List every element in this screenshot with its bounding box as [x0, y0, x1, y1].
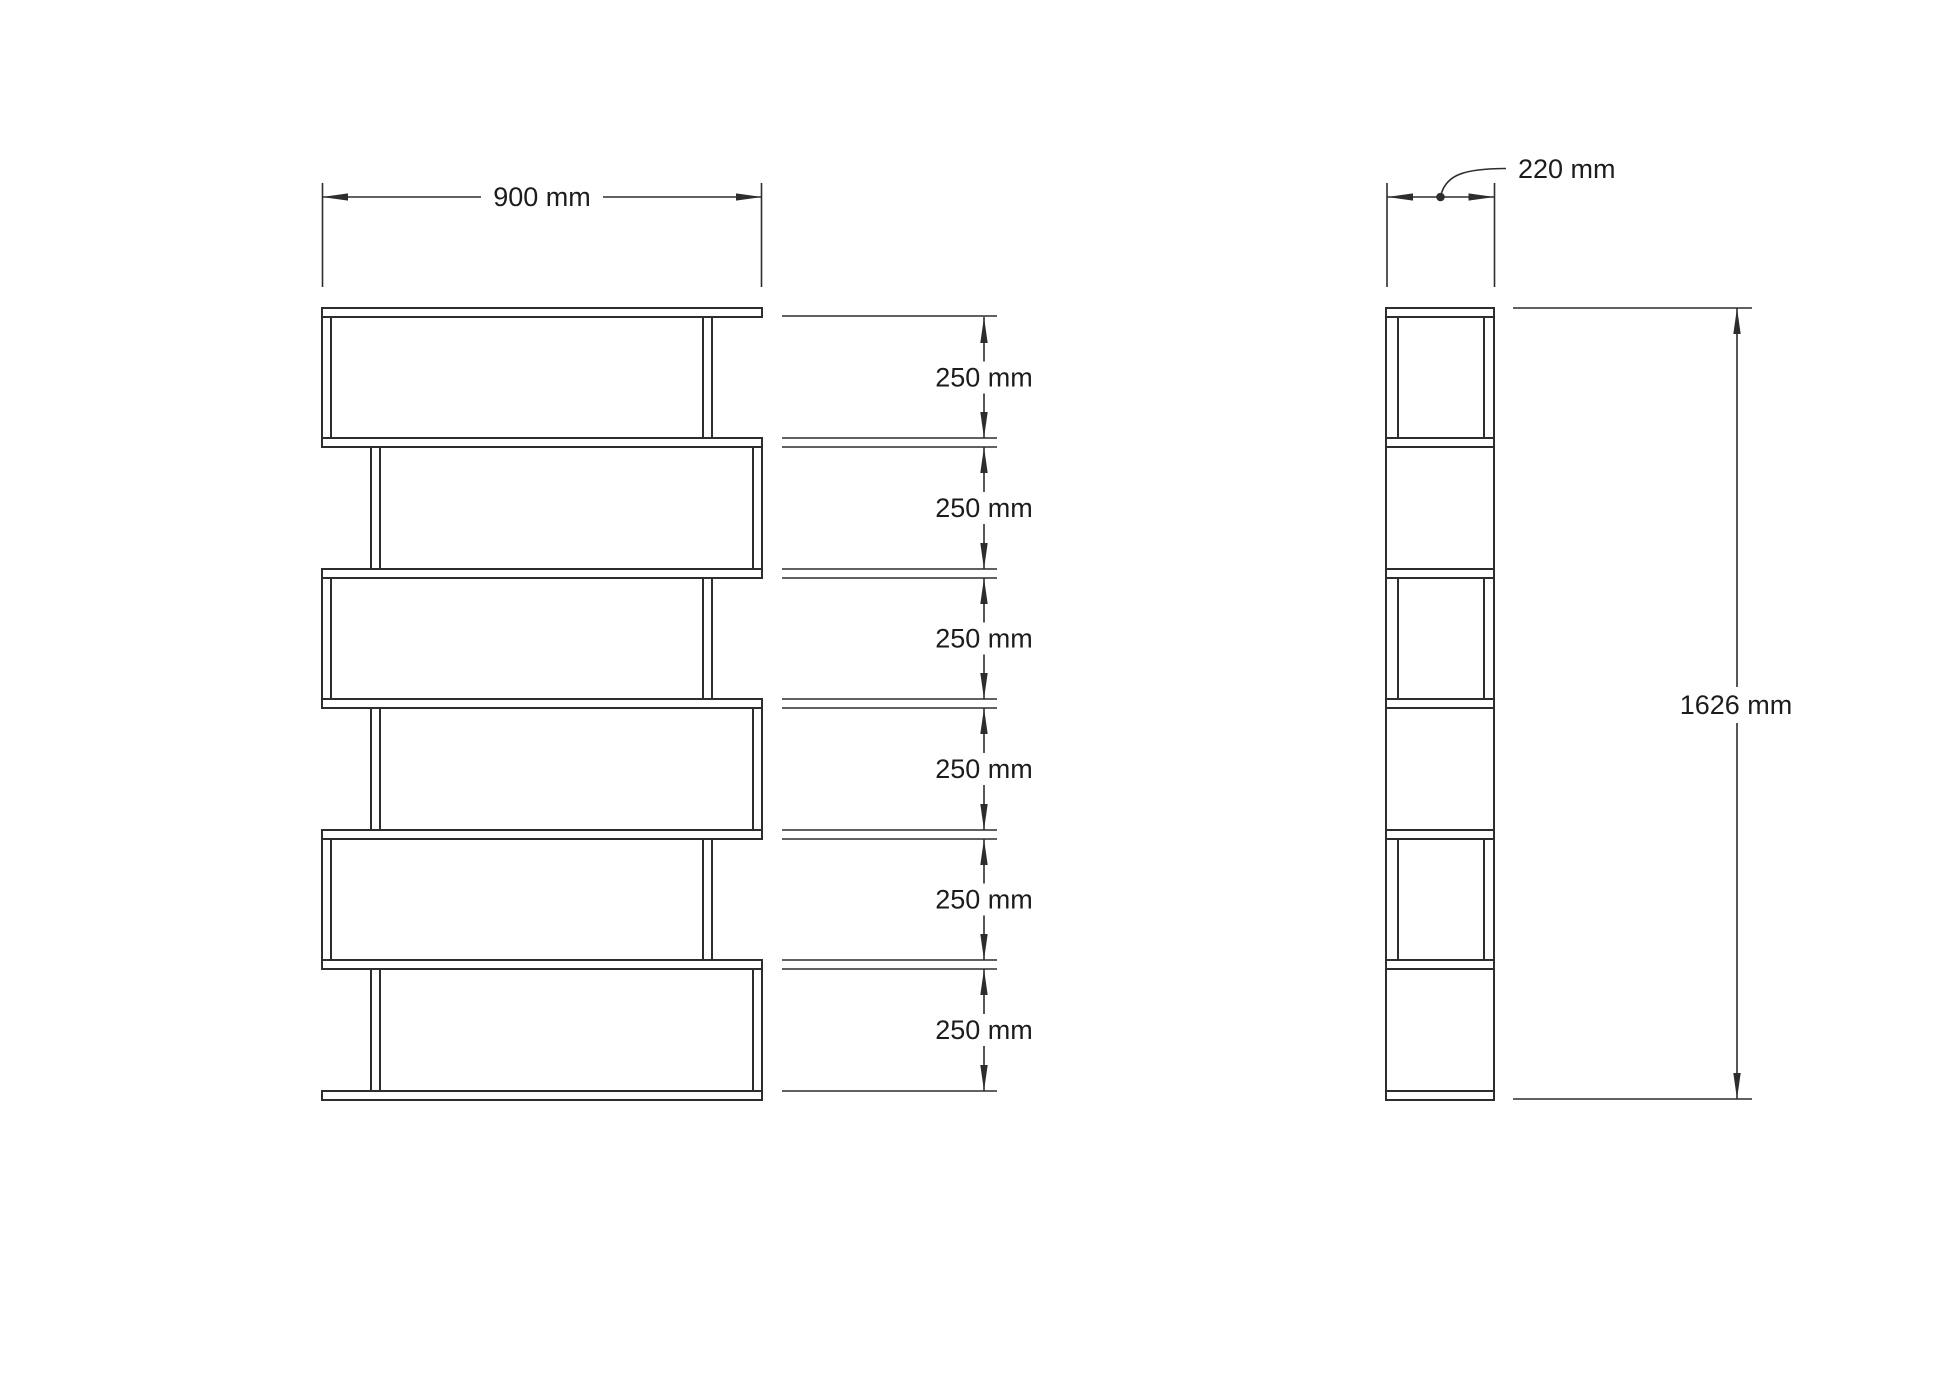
divider-panel [702, 316, 713, 439]
divider-panel [321, 316, 332, 439]
shelf-edge [1385, 959, 1495, 970]
height-dimension-label: 1626 mm [1680, 690, 1793, 720]
shelf-panel [321, 307, 763, 318]
divider-panel [370, 446, 381, 570]
spacing-dimension-label: 250 mm [935, 493, 1033, 523]
spacing-dimension-6: 250 mm [935, 969, 1033, 1091]
arrowhead-up [980, 578, 988, 604]
front-view [321, 307, 763, 1101]
width-dimension: 900 mm [321, 182, 763, 287]
shelf-panel [321, 568, 763, 579]
divider-panel [370, 707, 381, 831]
height-dimension: 1626 mm [1513, 307, 1793, 1100]
divider-panel [752, 968, 763, 1092]
arrowhead-right [736, 193, 762, 201]
arrowhead-up [980, 317, 988, 343]
shelf-panel [321, 698, 763, 709]
shelf-edge [1385, 437, 1495, 448]
shelf-edge [1385, 307, 1495, 318]
shelf-edge [1385, 568, 1495, 579]
arrowhead-up [1733, 308, 1741, 334]
divider-panel [702, 577, 713, 700]
shelf-panel [321, 1090, 763, 1101]
leader-dot [1436, 192, 1445, 202]
leader-line [1440, 167, 1507, 194]
arrowhead-down [1733, 1073, 1741, 1099]
front-dividers [321, 316, 763, 1092]
side-shelf-edges [1385, 307, 1495, 1101]
arrowhead-up [980, 708, 988, 734]
width-dimension-label: 900 mm [493, 182, 591, 212]
arrowhead-up [980, 839, 988, 865]
shelf-panel [321, 437, 763, 448]
depth-dimension-label: 220 mm [1518, 154, 1616, 184]
spacing-dimension-5: 250 mm [935, 839, 1033, 960]
spacing-dimension-label: 250 mm [935, 624, 1033, 654]
arrowhead-right [1468, 193, 1495, 201]
arrowhead-down [980, 543, 988, 569]
side-panel-edges [1397, 317, 1485, 960]
arrowhead-down [980, 934, 988, 960]
arrowhead-down [980, 804, 988, 830]
spacing-dimension-2: 250 mm [935, 447, 1033, 569]
divider-panel [752, 707, 763, 831]
arrowhead-up [980, 969, 988, 995]
spacing-dimension-label: 250 mm [935, 363, 1033, 393]
divider-panel [370, 968, 381, 1092]
shelf-edge [1385, 698, 1495, 709]
spacing-dimension-3: 250 mm [935, 578, 1033, 699]
side-view [1385, 307, 1495, 1101]
shelf-edge [1385, 829, 1495, 840]
arrowhead-left [322, 193, 348, 201]
arrowhead-up [980, 447, 988, 473]
divider-panel [321, 577, 332, 700]
depth-dimension: 220 mm [1386, 154, 1616, 287]
shelf-edge [1385, 1090, 1495, 1101]
shelf-panel [321, 829, 763, 840]
divider-panel [321, 838, 332, 961]
arrowhead-down [980, 412, 988, 438]
front-shelves [321, 307, 763, 1101]
divider-panel [752, 446, 763, 570]
spacing-dimension-1: 250 mm [935, 317, 1033, 438]
shelf-panel [321, 959, 763, 970]
spacing-dimension-4: 250 mm [935, 708, 1033, 830]
spacing-dimension-label: 250 mm [935, 885, 1033, 915]
arrowhead-down [980, 673, 988, 699]
spacing-extension-lines [782, 315, 997, 1092]
spacing-dimension-label: 250 mm [935, 1015, 1033, 1045]
divider-panel [702, 838, 713, 961]
spacing-dimension-label: 250 mm [935, 754, 1033, 784]
arrowhead-down [980, 1065, 988, 1091]
arrowhead-left [1387, 193, 1413, 201]
